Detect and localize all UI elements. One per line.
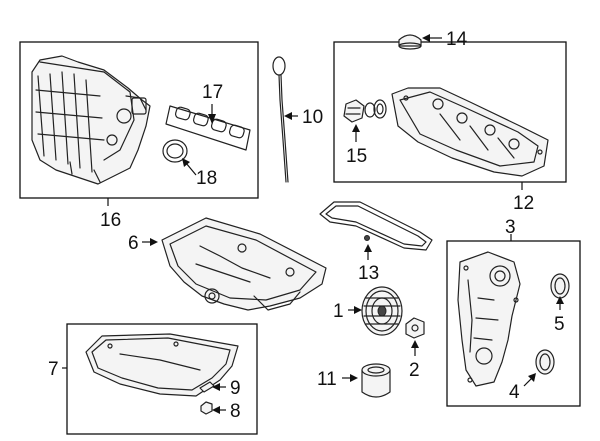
callout-16: 16 [100,210,121,231]
callout-14: 14 [446,29,468,50]
oil-filler-cap[interactable] [398,34,422,50]
callout-13: 13 [358,263,379,284]
callout-15: 15 [346,146,367,167]
throttle-gasket[interactable] [162,139,188,163]
drain-plug[interactable] [200,401,213,415]
manifold-gasket[interactable] [165,105,251,151]
intake-manifold[interactable] [31,55,151,185]
lower-oil-pan[interactable] [85,333,239,397]
oil-filter[interactable] [361,363,391,398]
crankshaft-pulley[interactable] [361,286,403,336]
timing-cover-group-box [446,240,581,407]
camshaft-seal[interactable] [550,273,570,299]
callout-18: 18 [196,168,217,189]
callout-1: 1 [333,301,344,322]
front-crank-seal[interactable] [535,349,555,375]
callout-9: 9 [230,378,241,399]
timing-cover[interactable] [457,251,521,387]
callout-8: 8 [230,401,241,422]
callout-12: 12 [513,193,534,214]
pulley-bolt[interactable] [405,317,425,339]
intake-group-box [19,41,259,199]
oil-pan-group-box [66,323,258,435]
valve-cover[interactable] [391,87,549,177]
callout-7: 7 [48,359,59,380]
pcv-valve[interactable] [343,99,387,123]
callout-10: 10 [302,107,323,128]
upper-oil-pan[interactable] [161,217,327,311]
callout-6: 6 [128,233,139,254]
valve-cover-gasket[interactable] [319,201,433,251]
callout-5: 5 [554,314,565,335]
callout-4: 4 [509,382,520,403]
oil-dipstick[interactable] [272,56,289,183]
callout-2: 2 [409,360,420,381]
callout-11: 11 [317,369,337,390]
valve-cover-group-box [333,41,567,183]
callout-3: 3 [505,217,516,238]
callout-17: 17 [202,82,223,103]
